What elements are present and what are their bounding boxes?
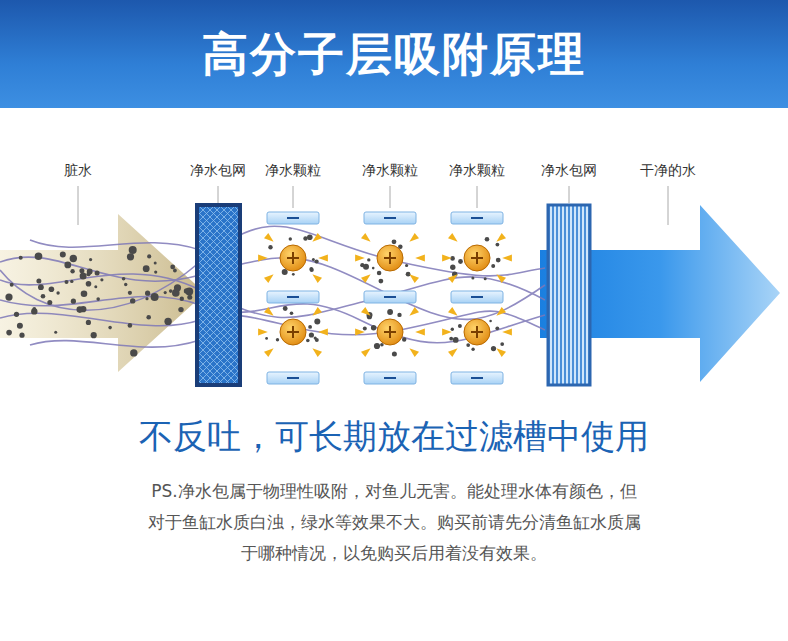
caption-text: 不反吐，可长期放在过滤槽中使用 — [139, 414, 649, 460]
label-text: 干净的水 — [640, 162, 696, 180]
title-text: 高分子层吸附原理 — [202, 24, 586, 86]
label-text: 净水包网 — [190, 162, 246, 180]
label-text: PS.净水包属于物理性吸附，对鱼儿无害。能处理水体有颜色，但 — [151, 480, 636, 503]
label-text: 净水颗粒 — [449, 162, 505, 180]
label-text: 脏水 — [64, 162, 92, 180]
label-text: 对于鱼缸水质白浊，绿水等效果不大。购买前请先分清鱼缸水质属 — [148, 511, 641, 534]
label-text: 净水包网 — [541, 162, 597, 180]
label-text: 净水颗粒 — [265, 162, 321, 180]
label-text: 于哪种情况，以免购买后用着没有效果。 — [241, 542, 547, 565]
label-text: 净水颗粒 — [362, 162, 418, 180]
